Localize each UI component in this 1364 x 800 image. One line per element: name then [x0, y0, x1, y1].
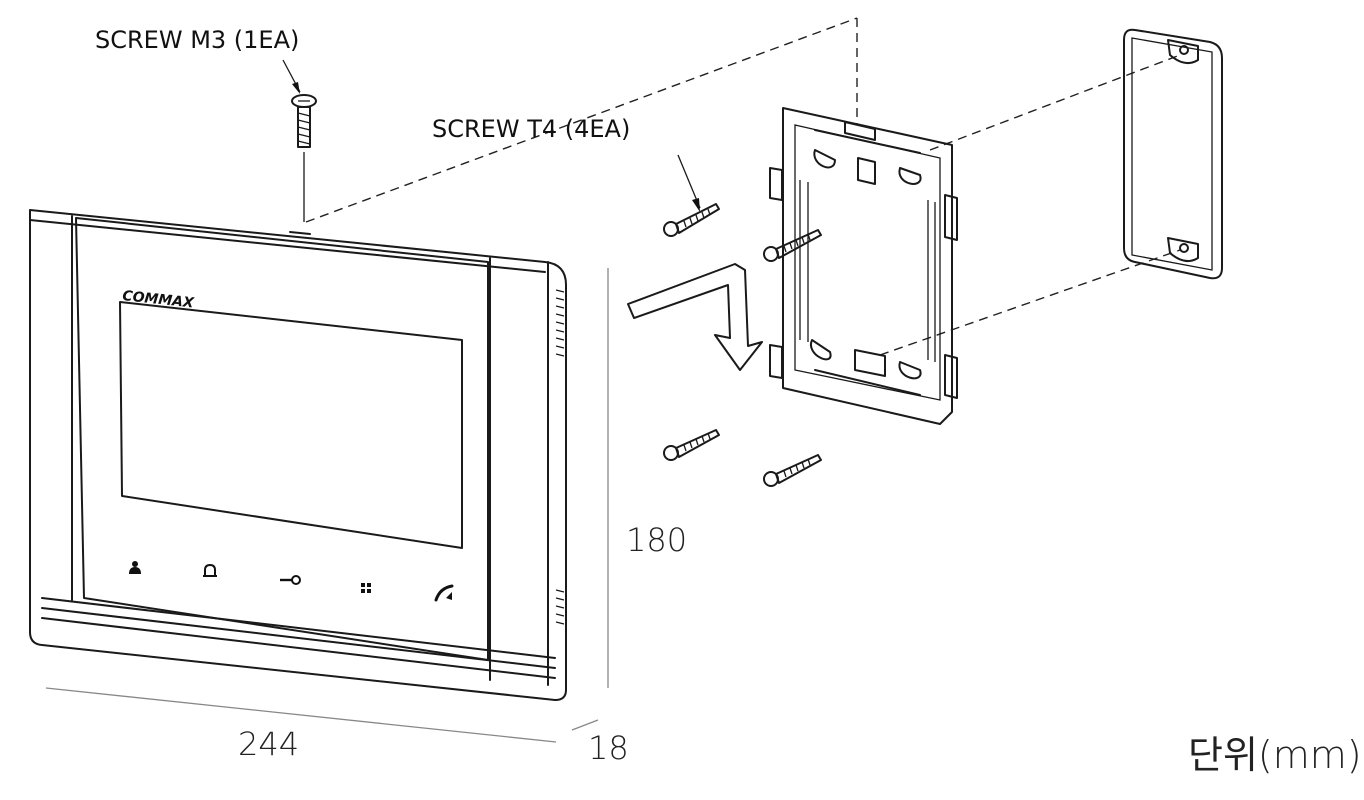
- alignment-lines: [305, 17, 1181, 356]
- phone-icon: [434, 584, 454, 602]
- wood-screw-3: [663, 429, 720, 461]
- wood-screw-4: [763, 454, 822, 487]
- bell-icon: [203, 563, 217, 577]
- wall-bracket: [769, 107, 958, 425]
- dimension-depth: 18: [588, 729, 629, 767]
- menu-icon: [361, 583, 371, 593]
- wood-screw-2: [763, 229, 822, 262]
- dimension-lines: [45, 268, 609, 743]
- screw-m3-label: SCREW M3 (1EA): [95, 26, 299, 54]
- screw-m3: [282, 59, 317, 222]
- mount-direction-arrow: [627, 263, 763, 371]
- brand-logo: COMMAX: [122, 288, 196, 312]
- wood-screws: [663, 154, 822, 487]
- screw-t4-label: SCREW T4 (4EA): [432, 115, 630, 143]
- key-icon: [280, 575, 301, 585]
- video-monitor: [29, 209, 567, 701]
- wall-box: [1123, 28, 1223, 280]
- monitor-buttons: [129, 561, 454, 602]
- dimension-width: 244: [238, 725, 299, 763]
- unit-label: 단위(mm): [1188, 733, 1362, 777]
- person-icon: [129, 561, 141, 574]
- wood-screw-1: [663, 203, 720, 237]
- dimension-height: 180: [626, 521, 687, 559]
